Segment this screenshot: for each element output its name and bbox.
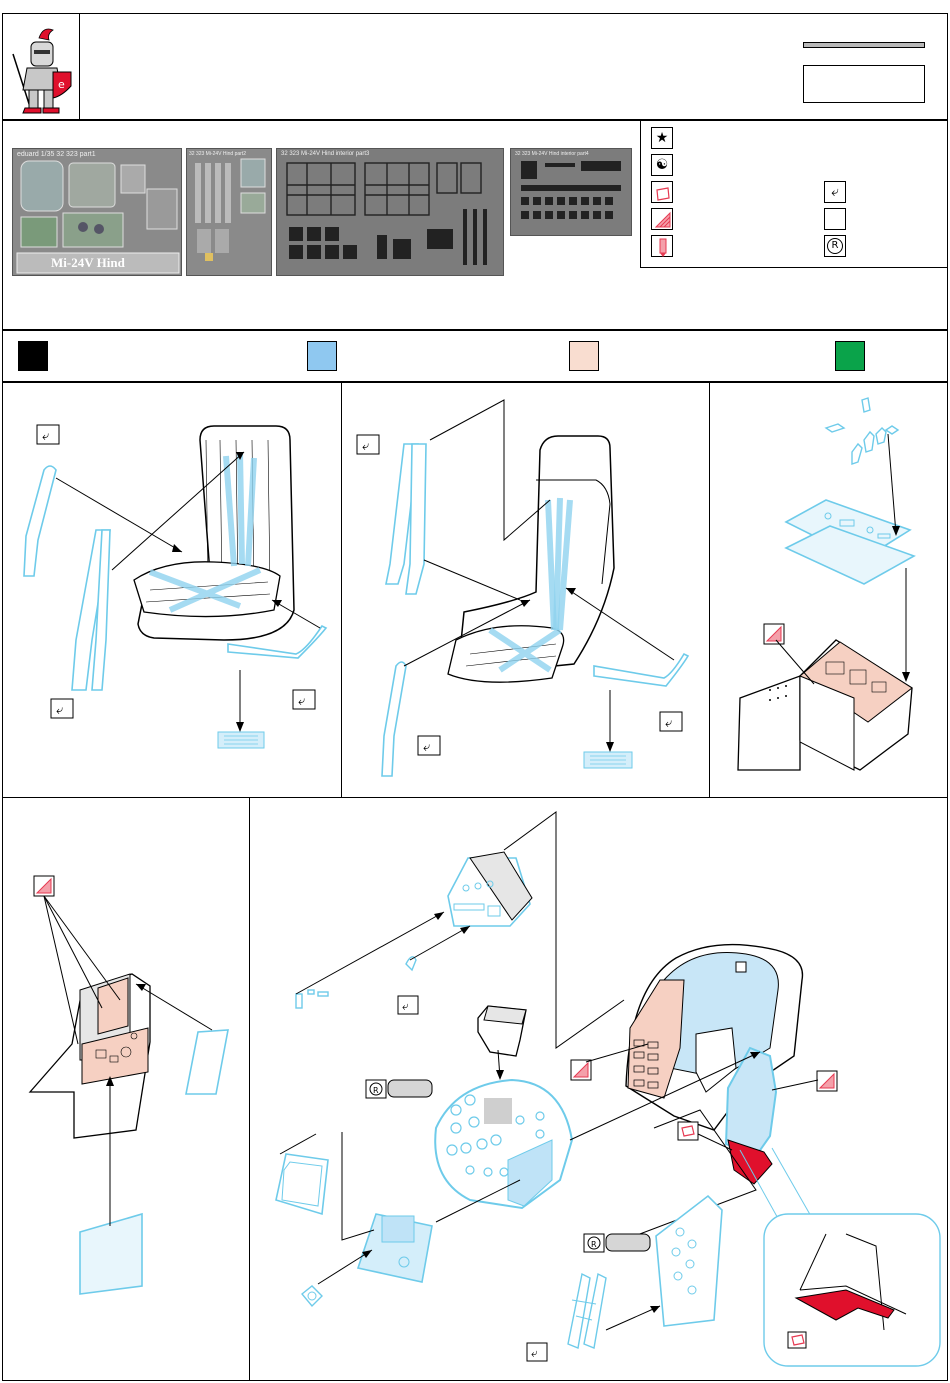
registered-r-icon: R [824, 235, 846, 257]
empty-box-icon [824, 208, 846, 230]
cut-scale-icon [651, 208, 673, 230]
yin-yang-icon: ☯ [651, 154, 673, 176]
step-panel-seat-right [342, 382, 710, 798]
logo-box: e [2, 13, 80, 120]
swatch-light-blue [307, 341, 337, 371]
fret-photo-part2: 32 323 Mi-24V Hind part2 [186, 148, 272, 276]
step-panel-seat-left [2, 382, 342, 798]
svg-text:e: e [58, 78, 65, 91]
step-panel-instrument-panel [250, 798, 948, 1381]
step-panel-console [710, 382, 948, 798]
swatch-black [18, 341, 48, 371]
drill-icon [651, 235, 673, 257]
title-rule [803, 42, 925, 48]
fret-photo-interior-part4: 32 323 Mi-24V Hind interior part4 [510, 148, 632, 236]
symbol-legend [640, 120, 948, 268]
knight-mascot-icon: e [3, 14, 81, 121]
remove-part-icon [651, 181, 673, 203]
step-panel-side-console [2, 798, 250, 1381]
fret-photo-part1: eduard 1/35 32 323 part1 Mi-24V Hind [12, 148, 182, 276]
part-number-box [803, 65, 925, 103]
color-row [2, 330, 948, 382]
fret-title: Mi-24V Hind [51, 255, 125, 271]
swatch-flesh [569, 341, 599, 371]
fold-arrow-icon: ⤶ [824, 181, 846, 203]
fret-photo-interior-part3: 32 323 Mi-24V Hind interior part3 [276, 148, 504, 276]
swatch-green [835, 341, 865, 371]
star-icon: ★ [651, 127, 673, 149]
